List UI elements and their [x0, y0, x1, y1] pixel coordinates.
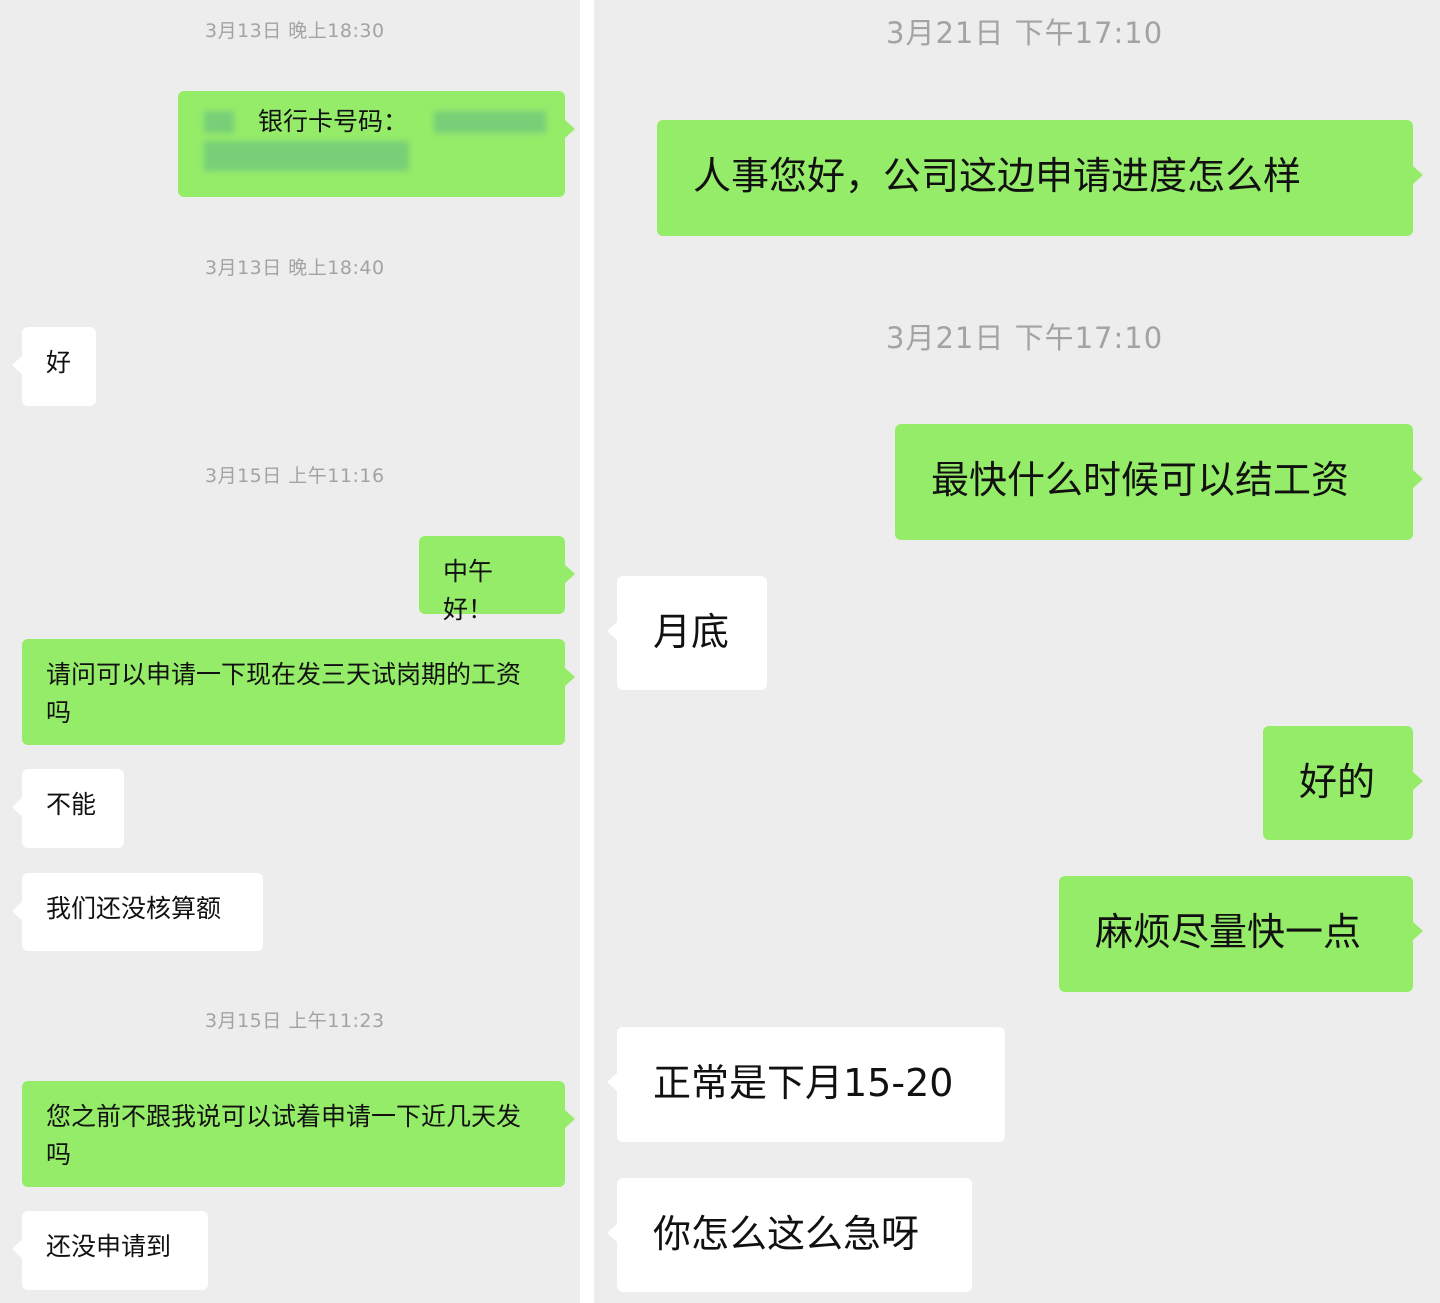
timestamp: 3月15日 上午11:23	[205, 1010, 385, 1032]
redacted-card-number	[204, 141, 409, 171]
message-received[interactable]: 不能	[12, 769, 124, 848]
message-received[interactable]: 我们还没核算额	[12, 873, 263, 951]
message-bank-card-sent[interactable]: 银行卡号码：	[178, 91, 575, 197]
message-received[interactable]: 还没申请到	[12, 1211, 208, 1290]
timestamp: 3月15日 上午11:16	[205, 465, 385, 487]
message-sent[interactable]: 您之前不跟我说可以试着申请一下近几天发吗	[22, 1081, 575, 1187]
redacted-card-number	[434, 111, 546, 133]
redacted-text	[204, 111, 234, 133]
timestamp: 3月13日 晚上18:30	[205, 20, 385, 42]
message-sent[interactable]: 请问可以申请一下现在发三天试岗期的工资吗	[22, 639, 575, 745]
message-sent[interactable]: 好的	[1263, 726, 1423, 840]
message-sent[interactable]: 最快什么时候可以结工资	[895, 424, 1423, 540]
timestamp: 3月21日 下午17:10	[886, 16, 1164, 50]
message-sent[interactable]: 麻烦尽量快一点	[1059, 876, 1423, 992]
message-received[interactable]: 正常是下月15-20	[607, 1027, 1005, 1142]
message-sent[interactable]: 人事您好，公司这边申请进度怎么样	[657, 120, 1423, 236]
right-chat-panel: 3月21日 下午17:10 人事您好，公司这边申请进度怎么样 3月21日 下午1…	[594, 0, 1440, 1303]
message-sent[interactable]: 中午好！	[419, 536, 575, 624]
left-chat-panel: 3月13日 晚上18:30 银行卡号码： 3月13日 晚上18:40 好 3月1…	[0, 0, 580, 1303]
message-received[interactable]: 你怎么这么急呀	[607, 1178, 972, 1292]
message-received[interactable]: 好	[12, 327, 96, 406]
message-text: 银行卡号码：	[258, 107, 409, 136]
message-received[interactable]: 月底	[607, 576, 767, 690]
timestamp: 3月21日 下午17:10	[886, 321, 1164, 355]
timestamp: 3月13日 晚上18:40	[205, 257, 385, 279]
